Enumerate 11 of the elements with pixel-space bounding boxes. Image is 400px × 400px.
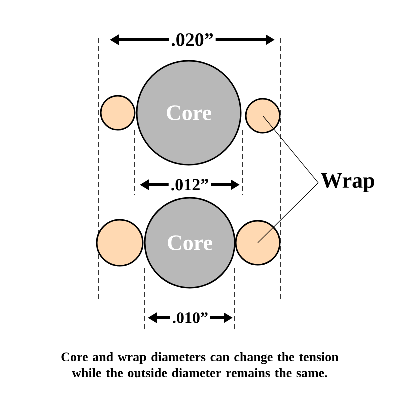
wrap-circle <box>96 219 144 267</box>
dimension-label: .020” <box>169 32 216 48</box>
wrap-circle <box>100 95 136 131</box>
wrap-circle <box>235 220 281 266</box>
dimension-label: .010” <box>170 310 210 326</box>
dimension-label: .012” <box>168 177 212 193</box>
wrap-circle <box>245 98 281 134</box>
leader-line <box>258 182 319 244</box>
caption: Core and wrap diameters can change the tension while the outside diameter remains the same. <box>62 352 339 378</box>
leader-line <box>262 116 319 184</box>
wrap-label: Wrap <box>321 173 374 193</box>
